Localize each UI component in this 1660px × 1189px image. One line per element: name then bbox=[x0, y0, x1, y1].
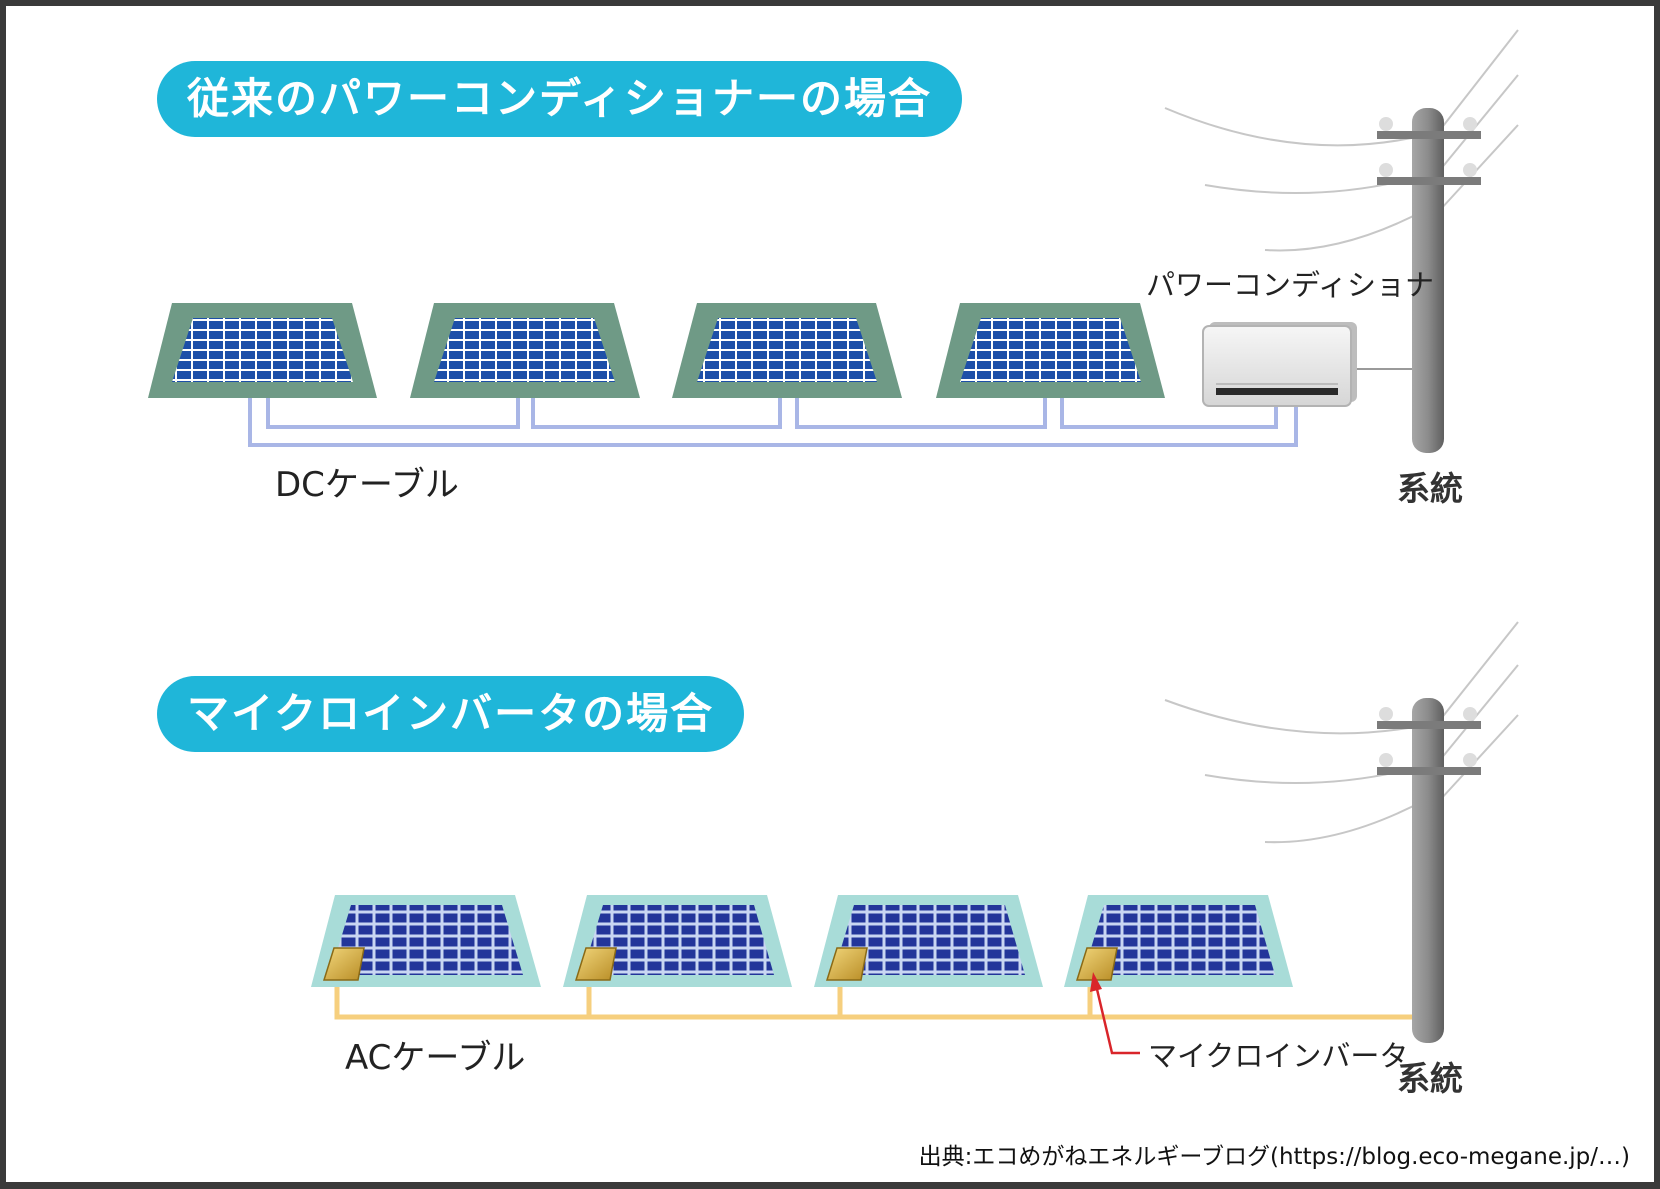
dc-cable bbox=[248, 395, 1298, 447]
solar-panel-icon bbox=[1064, 895, 1293, 987]
power-conditioner-icon bbox=[1202, 322, 1357, 407]
section-title-microinverter: マイクロインバータの場合 bbox=[157, 676, 745, 752]
micro-inverter-icon bbox=[1075, 947, 1118, 981]
grid-label-bottom: 系統 bbox=[1397, 1059, 1463, 1098]
micro-inverter-label: マイクロインバータ bbox=[1148, 1039, 1409, 1073]
solar-panel-icon bbox=[563, 895, 792, 987]
solar-panel-icon bbox=[410, 303, 640, 398]
grid-label-top: 系統 bbox=[1397, 469, 1463, 508]
solar-panel-icon bbox=[672, 303, 902, 398]
power-conditioner-label: パワーコンディショナ bbox=[1146, 268, 1434, 302]
solar-panel-icon bbox=[814, 895, 1043, 987]
overhead-wires-bottom bbox=[1164, 621, 1519, 844]
utility-pole-icon bbox=[1377, 108, 1481, 453]
pointer-arrow bbox=[1090, 972, 1140, 1055]
micro-inverter-icon bbox=[322, 947, 365, 981]
micro-inverter-icon bbox=[825, 947, 868, 981]
source-citation: 出典:エコめがねエネルギーブログ(https://blog.eco-megane… bbox=[918, 1144, 1630, 1170]
ac-cable-label: ACケーブル bbox=[345, 1038, 526, 1078]
dc-cable-label: DCケーブル bbox=[275, 465, 459, 505]
overhead-wires-top bbox=[1164, 29, 1519, 252]
solar-panel-icon bbox=[936, 303, 1165, 398]
utility-pole-icon bbox=[1377, 698, 1481, 1043]
solar-panel-icon bbox=[148, 303, 377, 398]
solar-panel-icon bbox=[311, 895, 541, 987]
section-title-traditional: 従来のパワーコンディショナーの場合 bbox=[157, 61, 963, 137]
micro-inverter-icon bbox=[574, 947, 617, 981]
